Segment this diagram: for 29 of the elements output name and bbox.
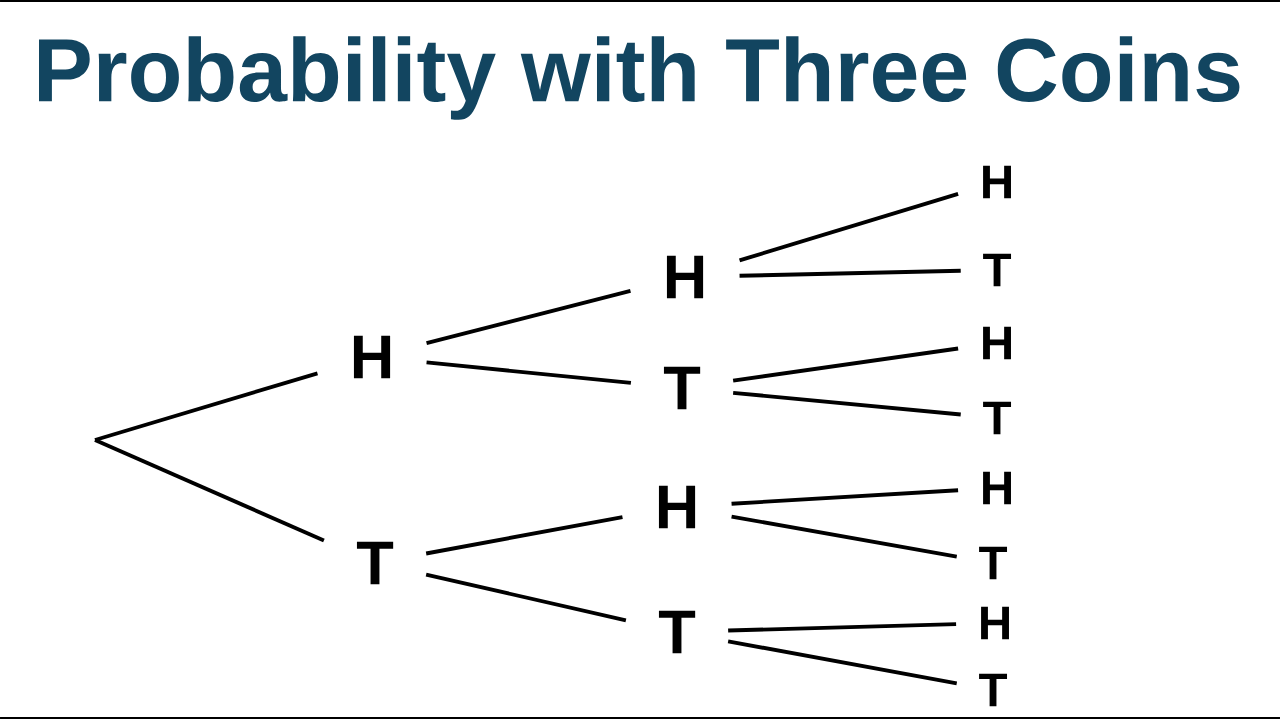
branch-line <box>425 572 627 623</box>
branch-line <box>732 346 959 383</box>
branch-line <box>732 390 961 417</box>
outcome-letter: T <box>979 673 1008 707</box>
outcome-letter: H <box>658 485 696 529</box>
outcome-letter: T <box>356 541 394 585</box>
branch-line <box>425 515 623 556</box>
outcome-letter: H <box>983 165 1011 199</box>
branch-line <box>94 438 325 543</box>
branch-line <box>426 360 632 385</box>
outcome-letter: T <box>983 401 1012 435</box>
outcome-letter: T <box>983 253 1012 287</box>
outcome-letter: T <box>658 610 696 654</box>
title: Probability with Three Coins <box>39 36 1240 120</box>
branch-line <box>426 289 631 345</box>
outcome-letter: H <box>666 255 704 299</box>
outcome-letter: H <box>981 606 1009 640</box>
branch-line <box>94 371 319 442</box>
branch-line <box>731 488 959 506</box>
outcome-letter: T <box>663 366 701 410</box>
branch-line <box>727 639 958 686</box>
branch-line <box>739 268 961 278</box>
branch-line <box>731 514 958 559</box>
outcome-letter: T <box>979 546 1008 580</box>
branch-line <box>728 622 957 633</box>
outcome-letter: H <box>353 335 391 379</box>
branch-line <box>739 191 959 263</box>
outcome-letter: H <box>983 471 1011 505</box>
outcome-letter: H <box>983 326 1011 360</box>
